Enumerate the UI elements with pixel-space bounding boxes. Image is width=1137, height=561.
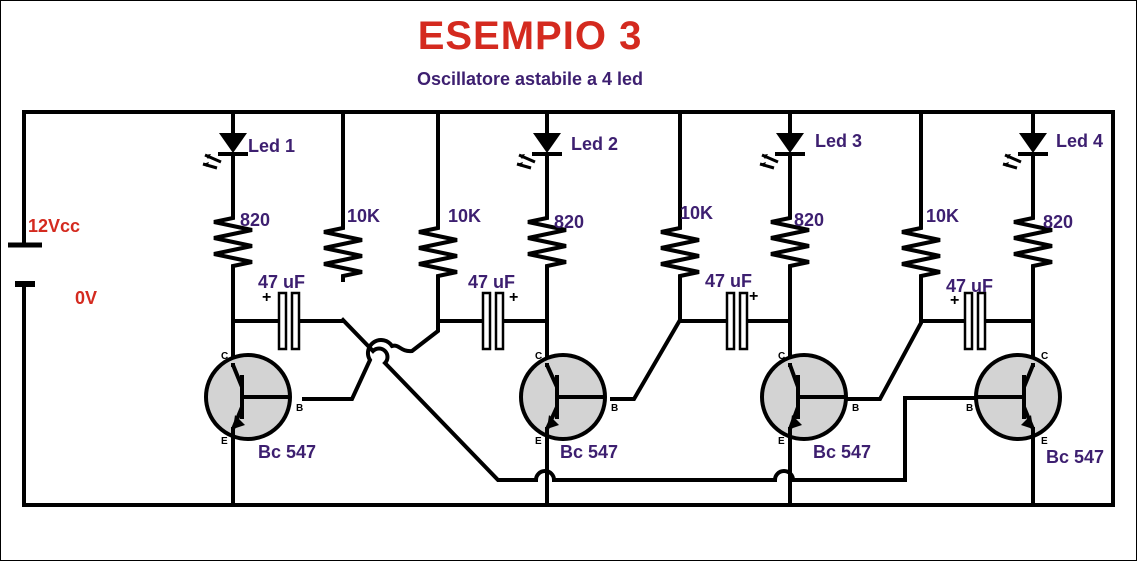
coupling-wire-2 bbox=[302, 280, 440, 401]
supply-negative-label: 0V bbox=[75, 288, 97, 308]
base-resistor-4-label: 10K bbox=[926, 206, 959, 226]
led-1-label: Led 1 bbox=[248, 136, 295, 156]
transistor-1-pin-c: C bbox=[221, 351, 228, 362]
base-resistor-3-label: 10K bbox=[680, 203, 713, 223]
capacitor-2-label: 47 uF bbox=[468, 272, 515, 292]
capacitor-4-polarity: + bbox=[950, 292, 959, 309]
diagram-subtitle: Oscillatore astabile a 4 led bbox=[416, 69, 644, 89]
transistor-3-pin-b: B bbox=[852, 403, 859, 414]
base-resistor-1-label: 10K bbox=[347, 206, 380, 226]
capacitor-1-plate-b bbox=[290, 291, 301, 351]
transistor-2-pin-e: E bbox=[535, 436, 542, 447]
capacitor-1-plate-a bbox=[277, 291, 288, 351]
capacitor-3-plate-b bbox=[738, 291, 749, 351]
base-resistor-1 bbox=[323, 222, 363, 282]
transistor-4-pin-c: C bbox=[1041, 351, 1048, 362]
stage-4: Led 4 820 10K 47 uF+ C B EBc 547 bbox=[901, 110, 1104, 507]
transistor-2-label: Bc 547 bbox=[560, 442, 618, 462]
transistor-2-pin-b: B bbox=[611, 403, 618, 414]
capacitor-2-plate-a bbox=[481, 291, 492, 351]
capacitor-3-plate-a bbox=[725, 291, 736, 351]
transistor-3-label: Bc 547 bbox=[813, 442, 871, 462]
led-2-arrow-heads bbox=[517, 154, 525, 167]
transistor-2-collector-lead bbox=[545, 364, 559, 388]
transistor-3-pin-c: C bbox=[778, 351, 785, 362]
collector-resistor-3-label: 820 bbox=[794, 210, 824, 230]
capacitor-4-plate-a bbox=[963, 291, 974, 351]
transistor-4-collector-lead bbox=[1022, 364, 1035, 388]
collector-resistor-2-label: 820 bbox=[554, 212, 584, 232]
led-2-label: Led 2 bbox=[571, 134, 618, 154]
base-resistor-4 bbox=[901, 222, 941, 282]
coupling-wire-3 bbox=[610, 280, 682, 401]
transistor-4-emitter-arrow bbox=[1021, 415, 1033, 429]
capacitor-4-label: 47 uF bbox=[946, 276, 993, 296]
collector-resistor-2 bbox=[527, 212, 567, 272]
led-3-triangle bbox=[776, 133, 804, 153]
collector-resistor-3 bbox=[770, 212, 810, 272]
transistor-1-pin-b: B bbox=[296, 403, 303, 414]
capacitor-2-plate-b bbox=[494, 291, 505, 351]
transistor-3-emitter-arrow bbox=[790, 415, 802, 429]
supply-positive-label: 12Vcc bbox=[28, 216, 80, 236]
transistor-3-pin-e: E bbox=[778, 436, 785, 447]
capacitor-1-label: 47 uF bbox=[258, 272, 305, 292]
led-2-triangle bbox=[533, 133, 561, 153]
led-3-light-arrows bbox=[759, 153, 779, 170]
transistor-4-label: Bc 547 bbox=[1046, 447, 1104, 467]
collector-resistor-1-label: 820 bbox=[240, 210, 270, 230]
transistor-2-emitter-arrow bbox=[547, 415, 559, 429]
led-4-light-arrows bbox=[1002, 153, 1022, 170]
capacitor-4-plate-b bbox=[976, 291, 987, 351]
collector-resistor-4-label: 820 bbox=[1043, 212, 1073, 232]
transistor-4-pin-e: E bbox=[1041, 436, 1048, 447]
transistor-4-pin-b: B bbox=[966, 403, 973, 414]
led-3-arrow-heads bbox=[760, 154, 768, 167]
transistor-1-emitter-arrow bbox=[233, 415, 245, 429]
transistor-3-collector-lead bbox=[788, 364, 800, 388]
led-4-label: Led 4 bbox=[1056, 131, 1103, 151]
capacitor-2-polarity: + bbox=[509, 289, 518, 306]
collector-resistor-4 bbox=[1013, 212, 1053, 272]
transistor-1-label: Bc 547 bbox=[258, 442, 316, 462]
transistor-1-collector-lead bbox=[231, 364, 244, 388]
transistor-1-pin-e: E bbox=[221, 436, 228, 447]
collector-resistor-1 bbox=[213, 212, 253, 272]
capacitor-3-label: 47 uF bbox=[705, 271, 752, 291]
base-resistor-2 bbox=[418, 222, 458, 282]
capacitor-1-polarity: + bbox=[262, 289, 271, 306]
stage-3: Led 3 820 10K 47 uF+ C B E Bc 547 bbox=[660, 110, 871, 507]
coupling-wire-1 bbox=[340, 317, 980, 482]
stage-1: Led 1 820 10K 47 uF+ C B E Bc 547 bbox=[202, 110, 380, 507]
led-2-light-arrows bbox=[516, 153, 536, 170]
led-1-arrow-heads bbox=[203, 154, 211, 167]
coupling-wire-4 bbox=[846, 280, 923, 401]
led-4-triangle bbox=[1019, 133, 1047, 153]
stage-2: Led 2 820 10K 47 uF+ C B E Bc 547 bbox=[418, 110, 618, 507]
capacitor-3-polarity: + bbox=[749, 288, 758, 305]
transistor-2-pin-c: C bbox=[535, 351, 542, 362]
diagram-title: ESEMPIO 3 bbox=[417, 14, 643, 58]
led-4-arrow-heads bbox=[1003, 154, 1011, 167]
base-resistor-2-label: 10K bbox=[448, 206, 481, 226]
led-1-triangle bbox=[219, 133, 247, 153]
led-3-label: Led 3 bbox=[815, 131, 862, 151]
base-resistor-3 bbox=[660, 222, 700, 282]
led-1-light-arrows bbox=[202, 153, 222, 170]
